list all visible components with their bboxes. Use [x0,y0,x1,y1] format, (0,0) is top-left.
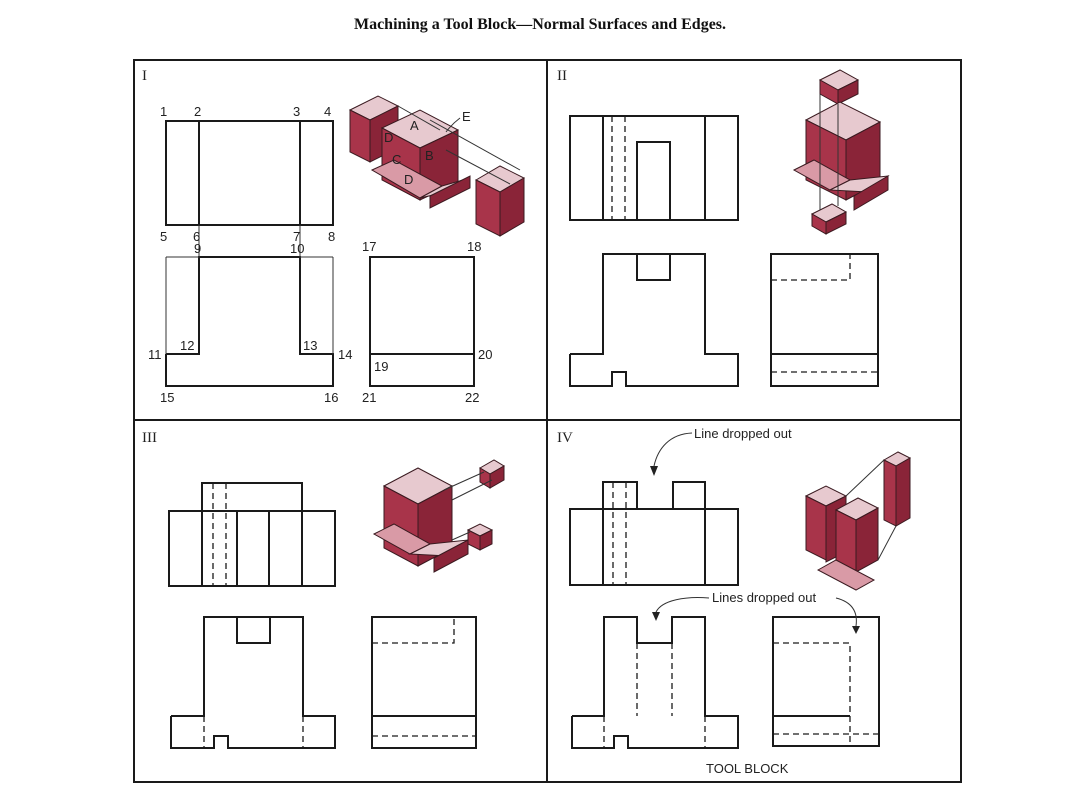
panel-2: II [557,68,890,387]
lines-dropped-out-arrowhead-left [652,612,660,621]
label-9: 9 [194,241,201,256]
panel-2-isometric-block [792,69,890,235]
panel-4-numeral: IV [557,430,573,446]
face-label-b: B [425,148,434,163]
face-label-e: E [462,109,471,124]
face-label-d2: D [404,172,413,187]
label-6: 6 [193,229,200,244]
panel-4-front-view [571,616,739,749]
panel-1: I 1 2 3 4 5 6 7 [142,68,526,405]
panel-3-side-view [371,616,477,749]
label-3: 3 [293,104,300,119]
label-22: 22 [465,390,479,405]
panel-3-front-view [170,616,336,749]
panel-3-numeral: III [142,430,157,446]
panel-1-side-view [369,256,475,387]
label-5: 5 [160,229,167,244]
label-2: 2 [194,104,201,119]
panel-2-top-view [569,115,739,221]
panel-4: IV [557,426,912,776]
face-e-leader [445,117,461,133]
label-18: 18 [467,239,481,254]
label-20: 20 [478,347,492,362]
panel-1-top-view [165,120,334,226]
face-label-a: A [410,118,419,133]
line-dropped-out-leader [653,432,693,467]
label-14: 14 [338,347,352,362]
label-8: 8 [328,229,335,244]
label-12: 12 [180,338,194,353]
label-19: 19 [374,359,388,374]
label-4: 4 [324,104,331,119]
label-10: 10 [290,241,304,256]
panel-1-front-view [165,225,334,387]
line-dropped-out-arrowhead [650,466,658,476]
label-15: 15 [160,390,174,405]
panel-4-annotations: Line dropped out Lines dropped out TOOL … [650,426,860,776]
label-1: 1 [160,104,167,119]
lines-dropped-out-leader-left [655,597,710,613]
panel-2-numeral: II [557,68,567,84]
figure-title: Machining a Tool Block—Normal Surfaces a… [353,16,727,33]
label-17: 17 [362,239,376,254]
lines-dropped-out-arrowhead-right [852,626,860,634]
face-label-c: C [392,152,401,167]
label-11: 11 [148,347,162,362]
panel-4-top-view [569,481,739,586]
panel-4-isometric-block [804,451,912,591]
panel-4-side-view [772,616,880,747]
lines-dropped-out-note: Lines dropped out [712,590,816,605]
tool-block-caption: TOOL BLOCK [706,761,789,776]
label-7: 7 [293,229,300,244]
panel-1-isometric-block: A B C D D E [348,95,526,237]
label-21: 21 [362,390,376,405]
label-16: 16 [324,390,338,405]
panel-2-front-view [569,253,739,387]
lines-dropped-out-leader-right [835,597,857,627]
frame [133,59,962,783]
panel-1-point-labels: 1 2 3 4 5 6 7 8 9 10 11 12 13 14 15 16 1… [148,104,492,405]
panel-2-side-view [770,253,879,387]
line-dropped-out-note: Line dropped out [694,426,792,441]
face-label-d: D [384,130,393,145]
panel-3-isometric-block [372,459,505,573]
panel-3-top-view [168,482,336,587]
panel-3: III [142,430,505,749]
panel-1-numeral: I [142,68,147,84]
label-13: 13 [303,338,317,353]
